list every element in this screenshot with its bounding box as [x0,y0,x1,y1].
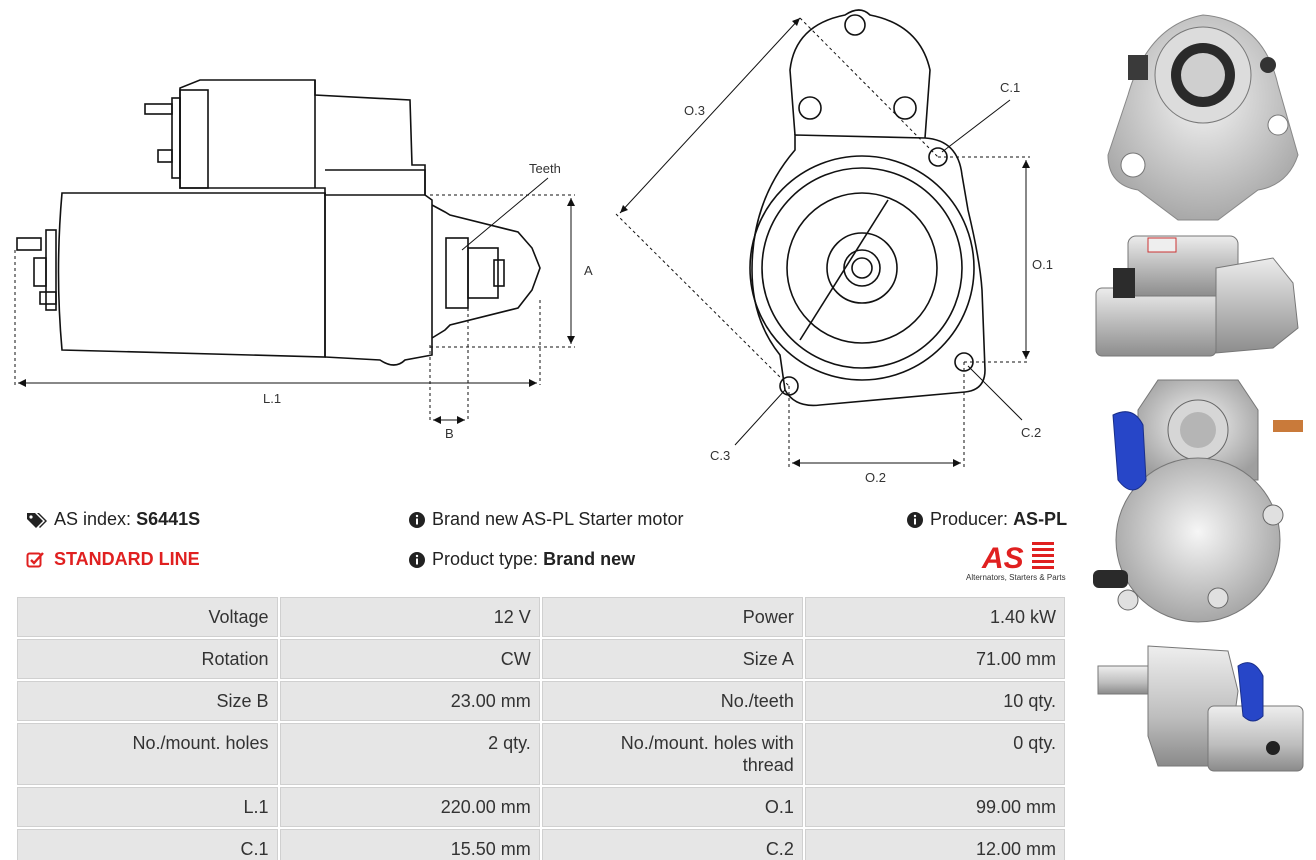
spec-value: 220.00 mm [279,787,540,827]
table-row: Voltage 12 V Power 1.40 kW [17,597,1065,637]
as-pl-logo: AS Alternators, Starters & Parts [960,538,1070,584]
product-photo-back [1093,379,1303,623]
product-photo-side [1095,235,1299,357]
table-row: C.1 15.50 mm C.2 12.00 mm [17,829,1065,860]
dim-b-label: B [445,426,454,441]
spec-value: CW [279,639,540,679]
dim-c1-label: C.1 [1000,80,1020,95]
spec-value: 99.00 mm [804,787,1065,827]
spec-value: 0 qty. [804,723,1065,785]
spec-label: Size A [541,639,803,679]
as-index-label: AS index: [54,509,132,529]
table-row: Size B 23.00 mm No./teeth 10 qty. [17,681,1065,721]
description-text: Brand new AS-PL Starter motor [432,509,684,529]
standard-line: STANDARD LINE [26,549,200,570]
spec-table: Voltage 12 V Power 1.40 kW Rotation CW S… [15,595,1067,860]
side-view-drawing: Teeth A L.1 B [14,79,593,441]
spec-label: Power [541,597,803,637]
spec-value: 10 qty. [804,681,1065,721]
tags-icon [27,512,47,528]
info-icon [409,511,425,528]
spec-label: C.2 [541,829,803,860]
teeth-label: Teeth [529,161,561,176]
spec-value: 15.50 mm [279,829,540,860]
table-row: Rotation CW Size A 71.00 mm [17,639,1065,679]
producer-value: AS-PL [1013,509,1068,529]
spec-value: 71.00 mm [804,639,1065,679]
as-index-value: S6441S [136,509,201,529]
spec-label: No./teeth [541,681,803,721]
info-icon [907,511,923,528]
dim-o3-label: O.3 [684,103,705,118]
dim-l1-label: L.1 [263,391,281,406]
product-photo-side-2 [1097,645,1304,772]
spec-value: 12 V [279,597,540,637]
spec-value: 12.00 mm [804,829,1065,860]
product-type: Product type: Brand new [408,549,635,570]
spec-label: Size B [17,681,278,721]
table-row: L.1 220.00 mm O.1 99.00 mm [17,787,1065,827]
spec-label: No./mount. holes with thread [541,723,803,785]
spec-label: Voltage [17,597,278,637]
description: Brand new AS-PL Starter motor [408,509,683,530]
info-icon [409,551,425,568]
spec-value: 23.00 mm [279,681,540,721]
spec-label: C.1 [17,829,278,860]
spec-label: Rotation [17,639,278,679]
dim-c3-label: C.3 [710,448,730,463]
logo-tagline: Alternators, Starters & Parts [966,573,1066,582]
check-square-icon [26,551,44,567]
dim-o1-label: O.1 [1032,257,1053,272]
standard-line-label: STANDARD LINE [54,549,200,569]
dim-a-label: A [584,263,593,278]
product-type-label: Product type: [432,549,539,569]
producer: Producer: AS-PL [906,509,1067,530]
logo-text: AS [981,542,1024,572]
spec-label: No./mount. holes [17,723,278,785]
spec-value: 1.40 kW [804,597,1065,637]
table-row: No./mount. holes 2 qty. No./mount. holes… [17,723,1065,785]
as-pl-logo-mark: AS [981,542,1054,572]
product-photo-front [1107,14,1299,221]
as-index: AS index: S6441S [26,509,200,530]
front-view-drawing: O.3 C.1 O.1 C.2 C.3 O.2 [615,9,1053,485]
spec-label: O.1 [541,787,803,827]
dim-c2-label: C.2 [1021,425,1041,440]
spec-label: L.1 [17,787,278,827]
product-type-value: Brand new [543,549,636,569]
producer-label: Producer: [930,509,1009,529]
spec-value: 2 qty. [279,723,540,785]
dim-o2-label: O.2 [865,470,886,485]
